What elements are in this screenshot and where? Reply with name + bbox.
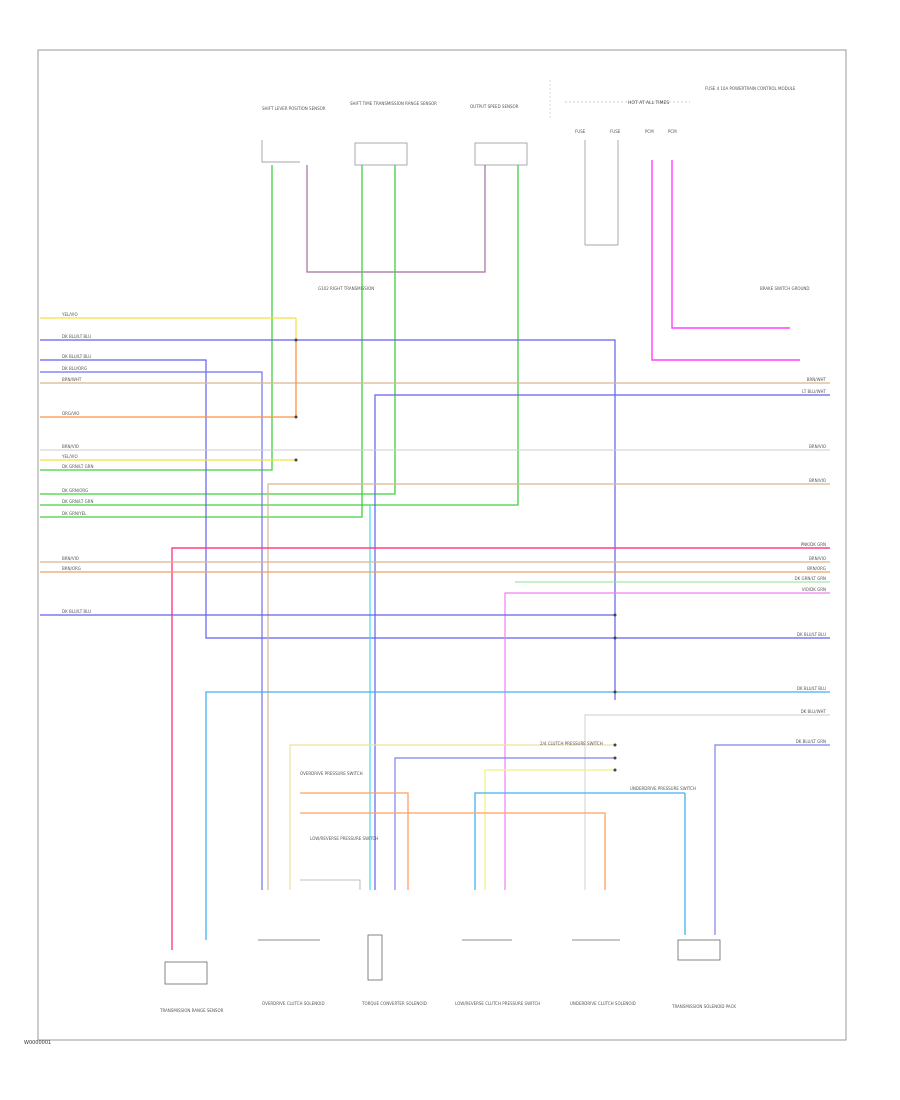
- svg-text:FUSE: FUSE: [575, 129, 586, 134]
- bottom-component-2: OVERDRIVE CLUTCH SOLENOID: [258, 939, 325, 1006]
- svg-text:TRANSMISSION RANGE SENSOR: TRANSMISSION RANGE SENSOR: [159, 1008, 224, 1013]
- svg-text:DK BLU/LT BLU: DK BLU/LT BLU: [62, 334, 91, 339]
- svg-text:YEL/VIO: YEL/VIO: [61, 454, 78, 459]
- svg-text:DK BLU/LT BLU: DK BLU/LT BLU: [62, 609, 91, 614]
- bottom-component-5: UNDERDRIVE CLUTCH SOLENOID: [570, 939, 636, 1006]
- svg-text:FUSE: FUSE: [610, 129, 621, 134]
- svg-text:BRN/VIO: BRN/VIO: [809, 478, 826, 483]
- wire-green-2: [40, 165, 396, 495]
- wire-gray-3: [300, 879, 361, 890]
- top-component-2-label: SHIFT TIME TRANSMISSION RANGE SENSOR: [350, 101, 437, 106]
- top-component-3: OUTPUT SPEED SENSOR: [470, 104, 528, 166]
- top-component-1: SHIFT LEVER POSITION SENSOR: [261, 106, 326, 163]
- wire-pink-brake-1: [651, 160, 800, 361]
- svg-text:TRANSMISSION SOLENOID PACK: TRANSMISSION SOLENOID PACK: [671, 1004, 736, 1009]
- bottom-component-4: LOW/REVERSE CLUTCH PRESSURE SWITCH: [455, 939, 540, 1006]
- svg-text:BRN/ORG: BRN/ORG: [807, 566, 826, 571]
- wire-red-1: [171, 547, 830, 950]
- svg-text:YEL/VIO: YEL/VIO: [61, 312, 78, 317]
- wire-purple-ground: [306, 165, 486, 273]
- wire-green-4: [40, 165, 519, 506]
- wire-pink-brake-2: [671, 160, 790, 329]
- svg-text:UNDERDRIVE PRESSURE SWITCH: UNDERDRIVE PRESSURE SWITCH: [630, 786, 696, 791]
- wire-yellow-3: [289, 744, 615, 890]
- legend-note: FUSE 4 10A POWERTRAIN CONTROL MODULE: [705, 86, 796, 91]
- top-component-3-label: OUTPUT SPEED SENSOR: [470, 104, 519, 109]
- svg-text:VIO/DK GRN: VIO/DK GRN: [802, 587, 826, 592]
- wire-yellow-4: [484, 769, 615, 890]
- svg-text:PCM: PCM: [645, 129, 654, 134]
- svg-text:OVERDRIVE CLUTCH SOLENOID: OVERDRIVE CLUTCH SOLENOID: [262, 1001, 325, 1006]
- svg-text:PCM: PCM: [668, 129, 677, 134]
- wire-yellow-1: [40, 317, 297, 340]
- wire-blue-2: [40, 359, 830, 639]
- svg-text:2/4 CLUTCH PRESSURE SWITCH: 2/4 CLUTCH PRESSURE SWITCH: [540, 741, 603, 746]
- svg-text:BRN/VIO: BRN/VIO: [809, 444, 826, 449]
- top-component-2: SHIFT TIME TRANSMISSION RANGE SENSOR: [350, 101, 437, 166]
- svg-text:OVERDRIVE PRESSURE SWITCH: OVERDRIVE PRESSURE SWITCH: [300, 771, 363, 776]
- diagram-footer-code: W0000001: [24, 1040, 52, 1046]
- wire-tan-2: [267, 483, 830, 890]
- right-note: BRAKE SWITCH GROUND: [760, 286, 810, 291]
- svg-text:UNDERDRIVE CLUTCH SOLENOID: UNDERDRIVE CLUTCH SOLENOID: [570, 1001, 636, 1006]
- svg-text:DK GRN/LT GRN: DK GRN/LT GRN: [62, 499, 93, 504]
- svg-text:LOW/REVERSE CLUTCH PRESSURE SW: LOW/REVERSE CLUTCH PRESSURE SWITCH: [455, 1001, 540, 1006]
- svg-text:DK GRN/LT GRN: DK GRN/LT GRN: [62, 464, 93, 469]
- wire-cyan-3: [474, 792, 685, 890]
- svg-text:DK BLU/LT GRN: DK BLU/LT GRN: [796, 739, 826, 744]
- svg-text:TORQUE CONVERTER SOLENOID: TORQUE CONVERTER SOLENOID: [361, 1001, 427, 1006]
- svg-text:BRN/ORG: BRN/ORG: [62, 566, 81, 571]
- svg-text:DK BLU/ORG: DK BLU/ORG: [62, 366, 87, 371]
- svg-text:BRN/WHT: BRN/WHT: [807, 377, 827, 382]
- svg-text:DK BLU/LT BLU: DK BLU/LT BLU: [797, 686, 826, 691]
- bottom-component-1: TRANSMISSION RANGE SENSOR: [159, 961, 224, 1013]
- center-label: G102 RIGHT TRANSMISSION: [318, 286, 374, 291]
- wire-green-3: [40, 165, 363, 518]
- svg-text:BRN/VIO: BRN/VIO: [62, 556, 79, 561]
- wire-orange-3: [300, 792, 409, 890]
- wire-blue-right: [374, 394, 830, 890]
- svg-text:LT BLU/WHT: LT BLU/WHT: [802, 389, 826, 394]
- wire-green-1: [40, 165, 273, 471]
- svg-text:BRN/WHT: BRN/WHT: [62, 377, 82, 382]
- diagram-frame: [37, 49, 847, 1041]
- svg-text:DK BLU/WHT: DK BLU/WHT: [801, 709, 827, 714]
- wire-blue-6: [714, 744, 830, 935]
- right-row-labels: BRN/WHT LT BLU/WHT BRN/VIO BRN/VIO PNK/D…: [795, 377, 827, 744]
- wire-blue-3: [40, 371, 263, 890]
- svg-text:BRN/VIO: BRN/VIO: [62, 444, 79, 449]
- svg-text:ORG/VIO: ORG/VIO: [62, 411, 79, 416]
- wire-orange-4: [300, 812, 606, 890]
- header-label: HOT AT ALL TIMES: [628, 100, 669, 106]
- wire-gray-2: [584, 714, 830, 890]
- svg-text:PNK/DK GRN: PNK/DK GRN: [801, 542, 826, 547]
- wire-pink-1: [504, 592, 830, 890]
- bottom-component-6: TRANSMISSION SOLENOID PACK: [671, 939, 736, 1009]
- bottom-component-3: TORQUE CONVERTER SOLENOID: [361, 934, 427, 1006]
- splice-points: [294, 338, 617, 772]
- fuse-block: FUSE FUSE PCM PCM: [575, 129, 677, 246]
- wire-blue-5: [394, 757, 615, 890]
- svg-text:DK GRN/YEL: DK GRN/YEL: [62, 511, 87, 516]
- svg-text:DK BLU/LT BLU: DK BLU/LT BLU: [797, 632, 826, 637]
- svg-text:BRN/VIO: BRN/VIO: [809, 556, 826, 561]
- svg-text:DK GRN/ORG: DK GRN/ORG: [62, 488, 88, 493]
- svg-text:DK GRN/LT GRN: DK GRN/LT GRN: [795, 576, 826, 581]
- svg-text:LOW/REVERSE PRESSURE SWITCH: LOW/REVERSE PRESSURE SWITCH: [310, 836, 378, 841]
- wire-blue-1: [40, 339, 616, 700]
- bottom-notes: OVERDRIVE PRESSURE SWITCH LOW/REVERSE PR…: [300, 741, 696, 841]
- svg-text:DK BLU/LT BLU: DK BLU/LT BLU: [62, 354, 91, 359]
- wire-cyan-2: [205, 691, 830, 940]
- left-row-labels: YEL/VIO DK BLU/LT BLU DK BLU/LT BLU DK B…: [61, 312, 93, 614]
- top-component-1-label: SHIFT LEVER POSITION SENSOR: [262, 106, 326, 111]
